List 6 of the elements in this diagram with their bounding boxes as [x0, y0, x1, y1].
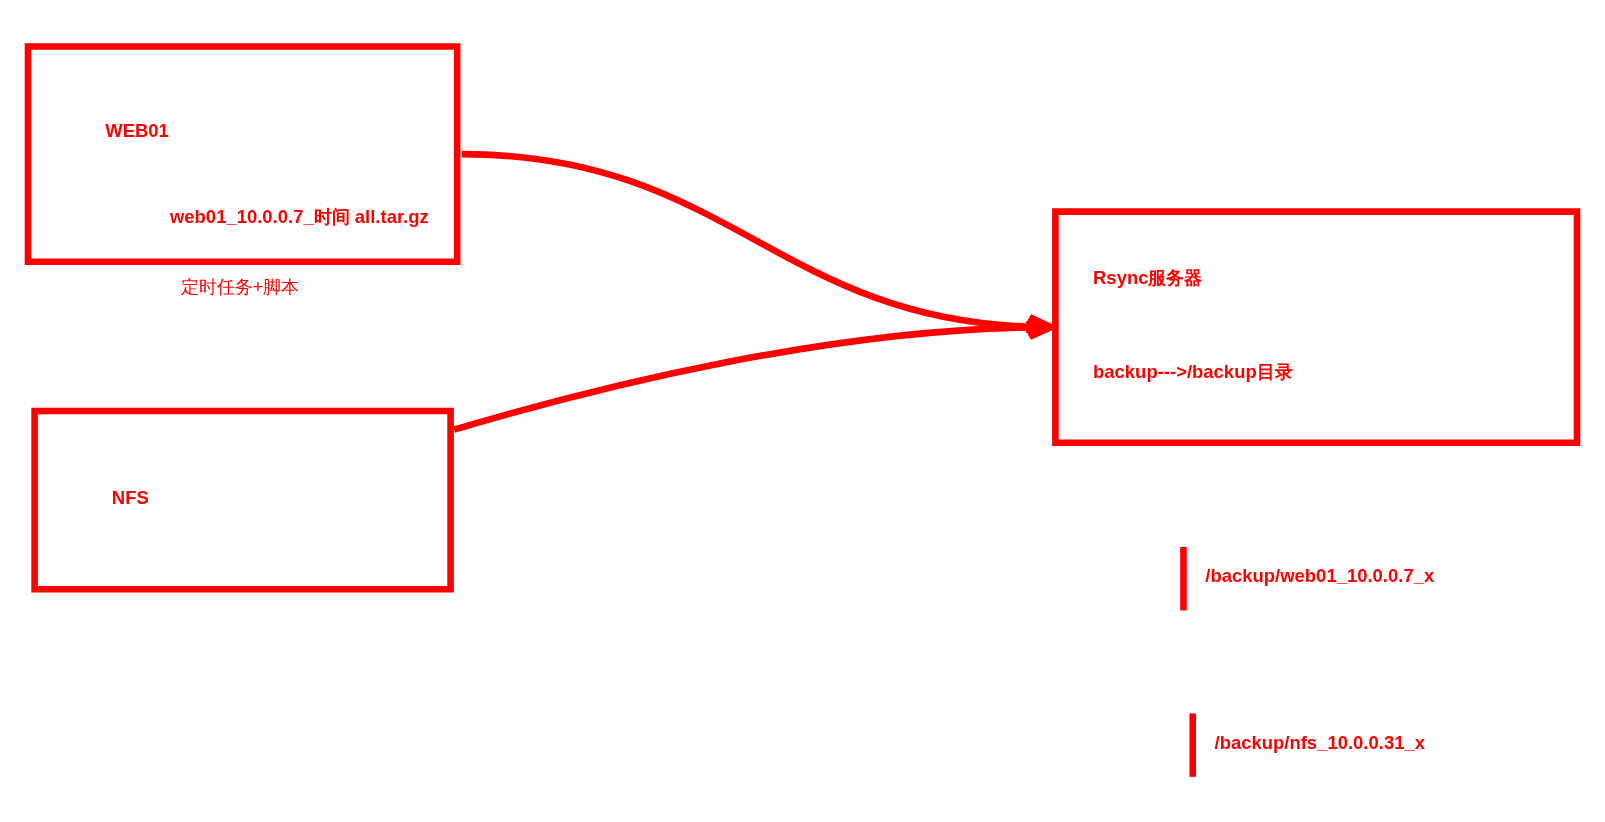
node-box: WEB01 web01_10.0.0.7_时间 all.tar.gz — [24, 43, 461, 266]
node-box: NFS — [31, 407, 454, 593]
label: /backup/nfs_10.0.0.31_x — [1214, 731, 1425, 753]
label: /backup/web01_10.0.0.7_x — [1205, 565, 1435, 587]
node-box: Rsync服务器 backup--->/backup目录 — [1052, 208, 1581, 446]
node-label: 定时任务+脚本 — [180, 276, 300, 298]
